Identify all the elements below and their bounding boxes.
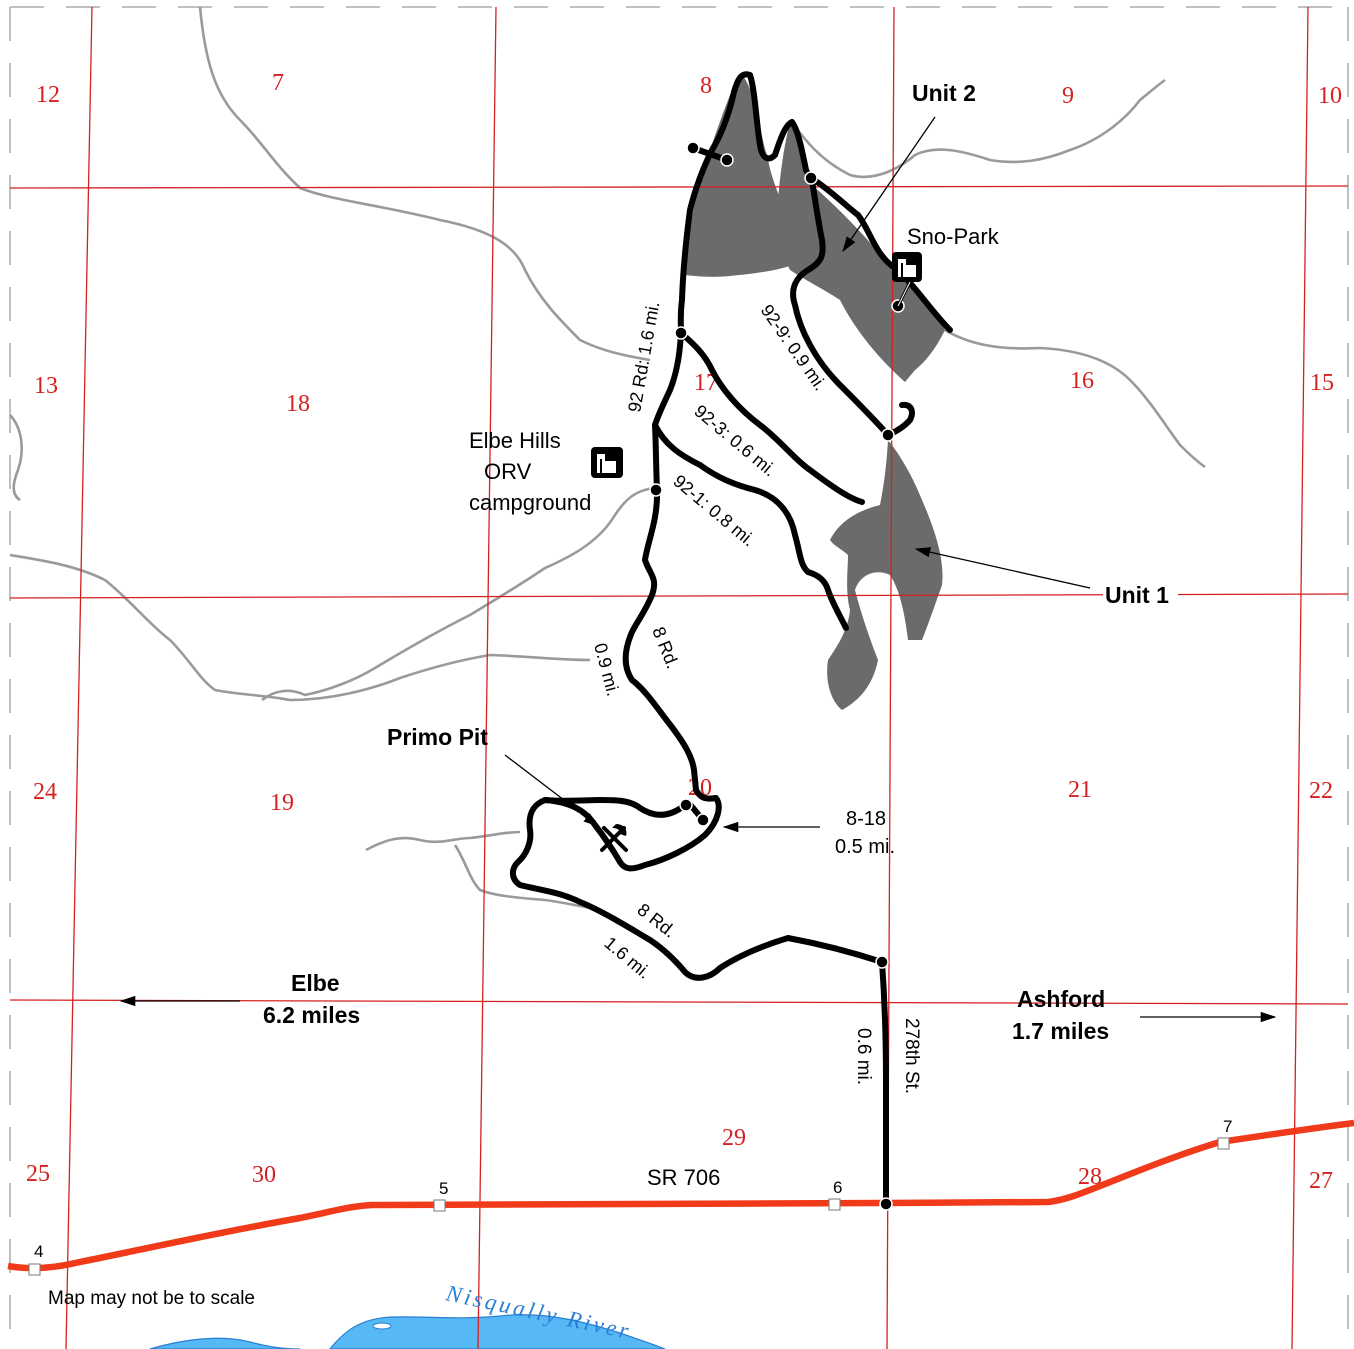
road-8-loop (510, 787, 885, 981)
section-number: 13 (34, 373, 58, 399)
road-92-9-label: 92-9: 0.9 mi. (757, 301, 831, 394)
section-number: 24 (33, 779, 57, 805)
road-8-18-distance: 0.5 mi. (835, 836, 895, 858)
milepost-icon: 6 (828, 1178, 842, 1211)
section-number: 7 (272, 70, 284, 96)
milepost-number: 5 (439, 1179, 448, 1198)
terrain-lines (9, 6, 1206, 910)
section-number: 27 (1309, 1168, 1333, 1194)
ashford-direction-distance: 1.7 miles (1012, 1018, 1109, 1044)
road-8-upper-distance: 0.9 mi. (590, 641, 623, 698)
road-92-3 (678, 330, 865, 505)
road-92-1-label: 92-1: 0.8 mi. (669, 471, 758, 551)
unit-areas (685, 75, 945, 710)
milepost-number: 6 (833, 1178, 842, 1197)
unit-2-label: Unit 2 (912, 80, 976, 106)
junction-points (649, 141, 905, 1211)
scale-note: Map may not be to scale (48, 1288, 255, 1309)
section-number: 9 (1062, 83, 1074, 109)
elbe-direction-distance: 6.2 miles (263, 1002, 360, 1028)
road-8-18 (542, 797, 688, 818)
section-number: 16 (1070, 368, 1094, 394)
section-lines (9, 6, 1349, 1349)
highway-sr706 (7, 1119, 1354, 1272)
road-92 (652, 71, 753, 428)
section-number: 12 (36, 82, 60, 108)
road-92-9-end (885, 401, 915, 438)
milepost-icon: 4 (28, 1242, 43, 1276)
section-number: 8 (700, 73, 712, 99)
nisqually-river (149, 1314, 666, 1349)
section-number: 22 (1309, 778, 1333, 804)
road-92-1 (652, 422, 849, 631)
road-92-9 (790, 177, 891, 438)
primo-pit-label: Primo Pit (387, 724, 488, 750)
ashford-direction-label: Ashford (1017, 986, 1105, 1012)
campground-icon (591, 447, 623, 478)
milepost-number: 4 (34, 1242, 43, 1261)
milepost-icon: 7 (1217, 1117, 1232, 1150)
section-number: 19 (270, 790, 294, 816)
road-278th (879, 959, 889, 1208)
campground-icon (892, 252, 922, 282)
highway-label: SR 706 (647, 1165, 720, 1190)
unit-2-area (777, 122, 945, 382)
sno-park-label: Sno-Park (907, 224, 1000, 249)
forest-roads (510, 71, 953, 1208)
section-number: 25 (26, 1161, 50, 1187)
section-number: 21 (1068, 777, 1092, 803)
section-number: 30 (252, 1162, 276, 1188)
mileposts: 4 5 6 7 (28, 1117, 1232, 1276)
road-8-18-label: 8-18 (846, 808, 886, 830)
road-92-upper (747, 72, 953, 333)
section-number: 18 (286, 391, 310, 417)
leader-arrows (119, 116, 1277, 1023)
elbe-hills-label: campground (469, 490, 591, 515)
milepost-number: 7 (1223, 1117, 1232, 1136)
section-number: 29 (722, 1125, 746, 1151)
road-278th-label: 278th St. (901, 1018, 922, 1094)
map-border (9, 6, 1349, 1345)
road-278th-distance: 0.6 mi. (853, 1028, 874, 1085)
pit-icon (600, 824, 628, 852)
section-number: 10 (1318, 83, 1342, 109)
elbe-direction-label: Elbe (291, 970, 340, 996)
unit-1-area (827, 440, 943, 710)
section-numbers: 12 7 8 9 10 13 18 17 16 15 24 19 20 21 2… (26, 70, 1342, 1194)
milepost-icon: 5 (433, 1179, 448, 1212)
section-number: 15 (1310, 370, 1334, 396)
elbe-hills-label: ORV (484, 459, 532, 484)
unit-1-label: Unit 1 (1105, 582, 1169, 608)
elbe-hills-label: Elbe Hills (469, 428, 561, 453)
road-8-upper-label: 8 Rd. (648, 624, 683, 671)
